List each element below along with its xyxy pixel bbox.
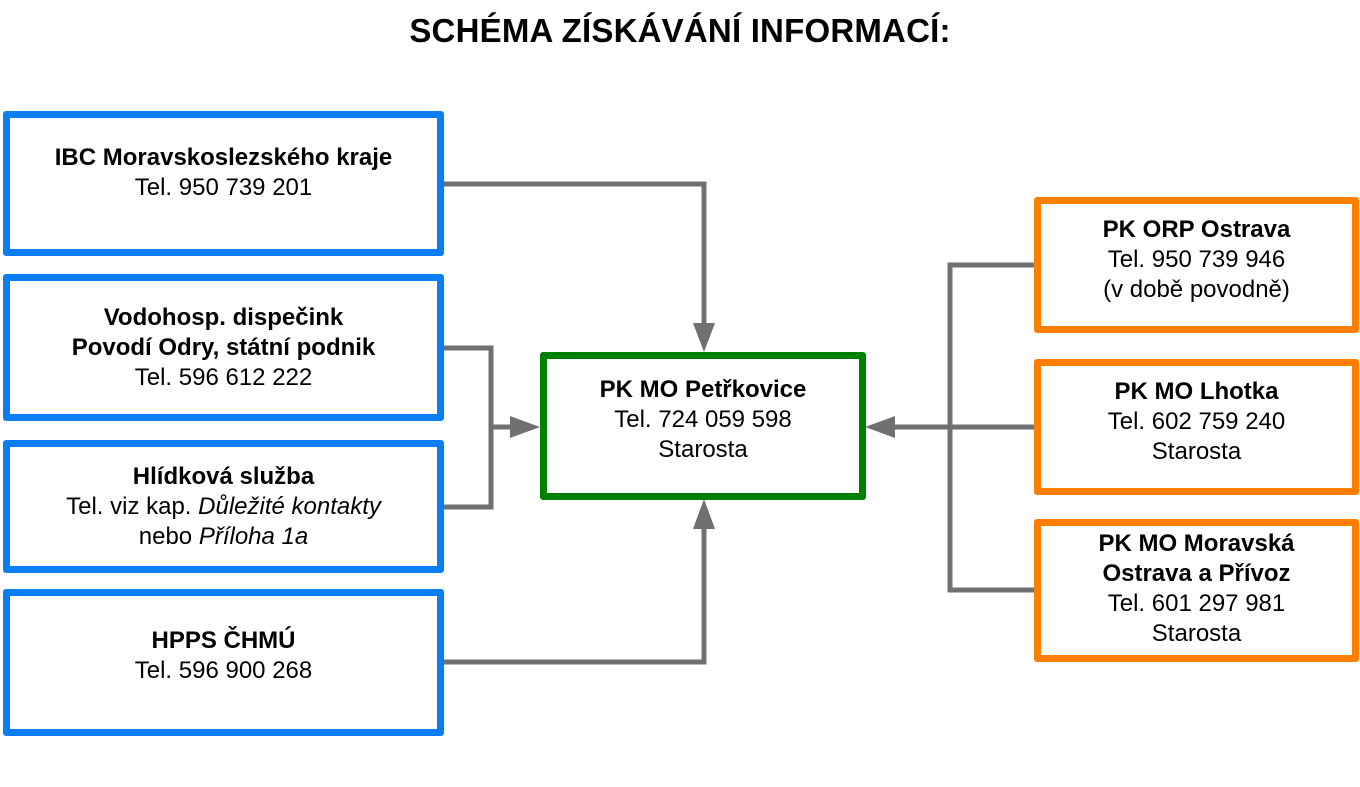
source-box-hlidkova-sluzba: Hlídková služba Tel. viz kap. Důležité k… <box>3 440 444 573</box>
neighbor-box-moravska-ostrava: PK MO Moravská Ostrava a Přívoz Tel. 601… <box>1034 519 1359 662</box>
neighbor-tel: Tel. 601 297 981 <box>1107 589 1286 617</box>
connector-hpps-to-center <box>443 528 707 665</box>
neighbor-role: Starosta <box>1151 438 1242 465</box>
neighbor-box-orp-ostrava: PK ORP Ostrava Tel. 950 739 946 (v době … <box>1034 197 1359 333</box>
source-tel: Tel. 596 612 222 <box>134 363 313 391</box>
center-name: PK MO Petřkovice <box>599 376 807 403</box>
source-tel: Tel. 596 900 268 <box>134 656 313 684</box>
connector-vodohosp-bracket <box>443 345 494 510</box>
source-name-line2: Povodí Odry, státní podnik <box>71 333 376 361</box>
chapter-reference: Důležité kontakty <box>198 492 381 520</box>
source-name: IBC Moravskoslezského kraje <box>54 143 393 171</box>
appendix-reference: Příloha 1a <box>198 522 309 550</box>
source-tel: Tel. viz kap. Důležité kontakty <box>66 492 381 522</box>
neighbor-name-line2: Ostrava a Přívoz <box>1102 559 1291 587</box>
neighbor-tel: Tel. 950 739 946 <box>1107 246 1286 273</box>
diagram-title: SCHÉMA ZÍSKÁVÁNÍ INFORMACÍ: <box>409 12 951 49</box>
source-box-hpps-chmu: HPPS ČHMÚ Tel. 596 900 268 <box>3 589 444 736</box>
arrowhead-left <box>510 416 540 438</box>
source-box-vodohosp: Vodohosp. dispečink Povodí Odry, státní … <box>3 274 444 421</box>
center-role: Starosta <box>658 436 748 463</box>
neighbor-tel: Tel. 602 759 240 <box>1107 408 1286 435</box>
alt-prefix: nebo <box>138 522 199 550</box>
tel-prefix: Tel. viz kap. <box>66 492 199 520</box>
source-tel: Tel. 950 739 201 <box>134 173 313 201</box>
neighbor-name: PK ORP Ostrava <box>1102 216 1291 243</box>
center-box-petrkovice: PK MO Petřkovice Tel. 724 059 598 Staros… <box>540 352 866 500</box>
source-name-line1: Vodohosp. dispečink <box>103 303 344 331</box>
connector-ibc-to-center <box>443 181 707 325</box>
center-tel: Tel. 724 059 598 <box>614 406 792 433</box>
arrowhead-bottom <box>693 499 715 529</box>
arrowhead-top <box>693 323 715 352</box>
neighbor-note: (v době povodně) <box>1103 276 1290 303</box>
neighbor-role: Starosta <box>1151 619 1242 647</box>
source-alt: nebo Příloha 1a <box>139 522 308 552</box>
source-box-ibc: IBC Moravskoslezského kraje Tel. 950 739… <box>3 111 444 256</box>
source-name: HPPS ČHMÚ <box>151 626 296 654</box>
source-name: Hlídková služba <box>132 462 315 490</box>
neighbor-name: PK MO Lhotka <box>1114 378 1279 405</box>
arrowhead-right <box>865 416 895 438</box>
neighbor-box-lhotka: PK MO Lhotka Tel. 602 759 240 Starosta <box>1034 359 1359 495</box>
neighbor-name-line1: PK MO Moravská <box>1098 529 1295 557</box>
